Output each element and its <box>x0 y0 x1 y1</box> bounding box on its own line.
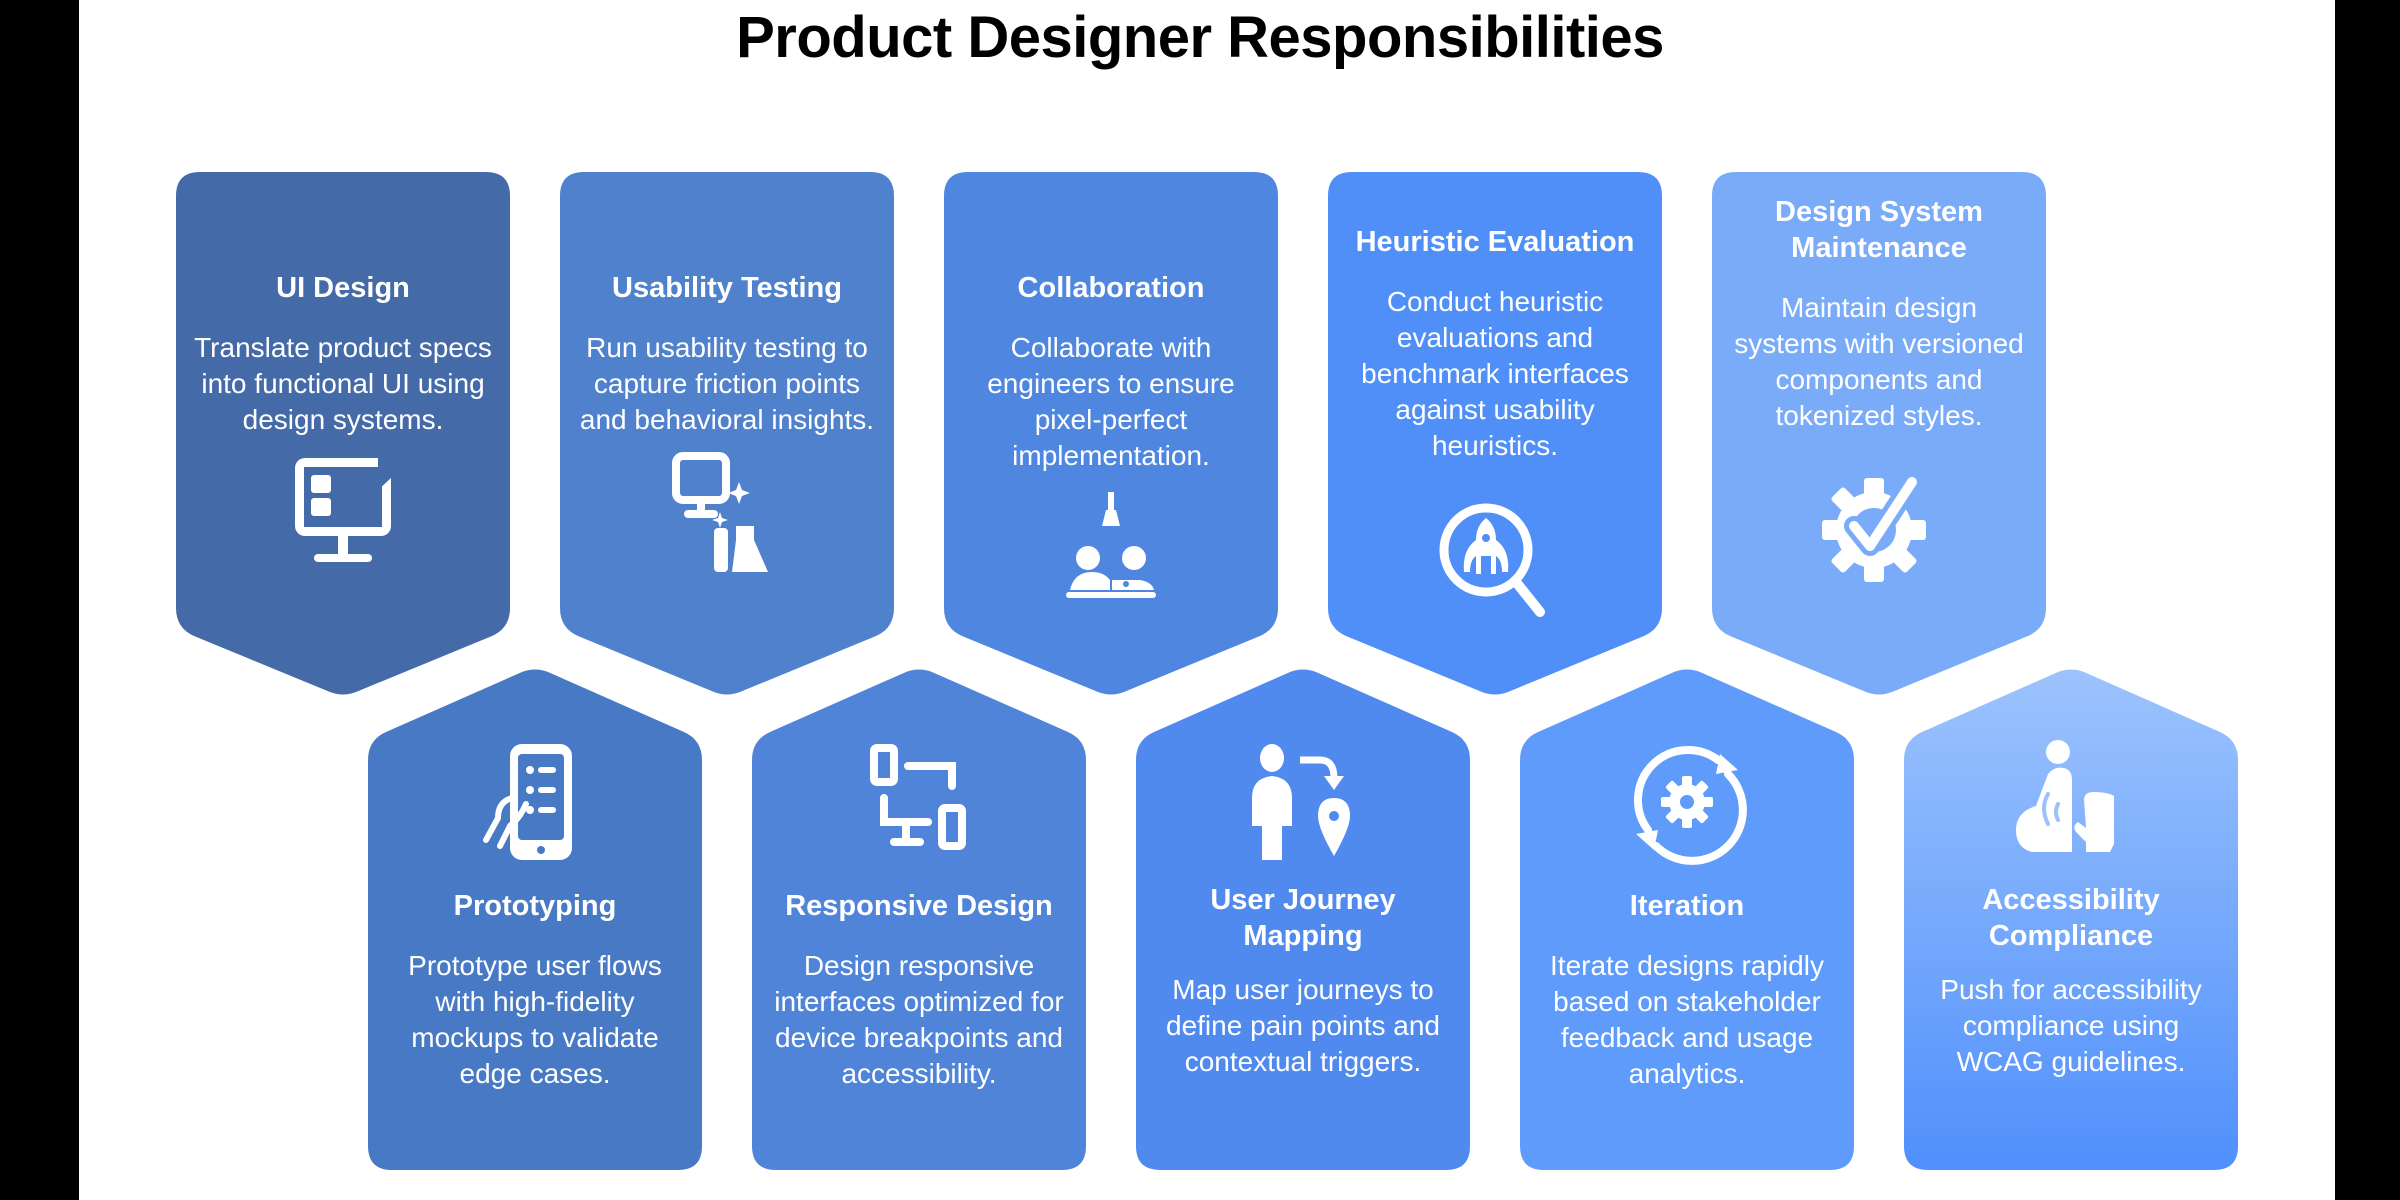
team-laptop-icon <box>1046 486 1176 616</box>
card-shape <box>1520 669 1854 1170</box>
card-usability-testing: Usability Testing Run usability testing … <box>560 172 894 696</box>
card-heading: Design System Maintenance <box>1775 196 1983 264</box>
card-heading: UI Design <box>276 272 410 304</box>
monitor-layout-icon <box>278 450 408 580</box>
card-description: Design responsive interfaces optimized f… <box>774 950 1064 1089</box>
card-iteration: Iteration Iterate designs rapidly based … <box>1520 668 1854 1170</box>
gear-check-icon <box>1814 464 1944 594</box>
card-shape <box>1136 669 1470 1170</box>
card-shape <box>560 172 894 695</box>
page-title: Product Designer Responsibilities <box>736 5 1664 70</box>
card-description: Conduct heuristic evaluations and benchm… <box>1361 286 1629 461</box>
card-shape <box>752 669 1086 1170</box>
card-responsive-design: Responsive Design Design responsive inte… <box>752 668 1086 1170</box>
card-heading: User Journey Mapping <box>1210 884 1396 952</box>
card-heading: Prototyping <box>453 890 617 922</box>
card-prototyping: Prototyping Prototype user flows with hi… <box>368 668 702 1170</box>
card-description: Prototype user flows with high-fidelity … <box>408 950 662 1089</box>
card-description: Iterate designs rapidly based on stakeho… <box>1550 950 1824 1089</box>
card-shape <box>1328 172 1662 695</box>
person-route-pin-icon <box>1238 738 1368 868</box>
card-description: Map user journeys to define pain points … <box>1166 974 1440 1077</box>
card-shape <box>176 172 510 695</box>
card-heuristic-evaluation: Heuristic Evaluation Conduct heuristic e… <box>1328 172 1662 696</box>
card-heading: Heuristic Evaluation <box>1355 226 1635 258</box>
accessibility-touch-icon <box>2006 738 2136 868</box>
monitor-flask-icon <box>662 450 792 580</box>
magnifier-bug-icon <box>1430 494 1560 624</box>
card-shape <box>944 172 1278 695</box>
card-shape <box>368 669 702 1170</box>
card-heading: Accessibility Compliance <box>1982 884 2160 952</box>
devices-icon <box>854 738 984 868</box>
card-collaboration: Collaboration Collaborate with engineers… <box>944 172 1278 696</box>
card-description: Run usability testing to capture frictio… <box>579 332 875 435</box>
card-description: Maintain design systems with versioned c… <box>1734 292 2024 431</box>
card-shape <box>1712 172 2046 695</box>
card-ui-design: UI Design Translate product specs into f… <box>176 172 510 696</box>
card-heading: Iteration <box>1629 890 1745 922</box>
card-description: Translate product specs into functional … <box>194 332 492 435</box>
card-user-journey-mapping: User Journey Mapping Map user journeys t… <box>1136 668 1470 1170</box>
card-shape <box>1904 669 2238 1170</box>
card-heading: Usability Testing <box>612 272 842 304</box>
hand-phone-icon <box>470 738 600 868</box>
card-design-system-maintenance: Design System Maintenance Maintain desig… <box>1712 172 2046 696</box>
card-description: Collaborate with engineers to ensure pix… <box>987 332 1235 471</box>
card-description: Push for accessibility compliance using … <box>1940 974 2202 1077</box>
cycle-gear-icon <box>1622 738 1752 868</box>
card-heading: Collaboration <box>1017 272 1205 304</box>
card-heading: Responsive Design <box>785 890 1053 922</box>
card-accessibility-compliance: Accessibility Compliance Push for access… <box>1904 668 2238 1170</box>
